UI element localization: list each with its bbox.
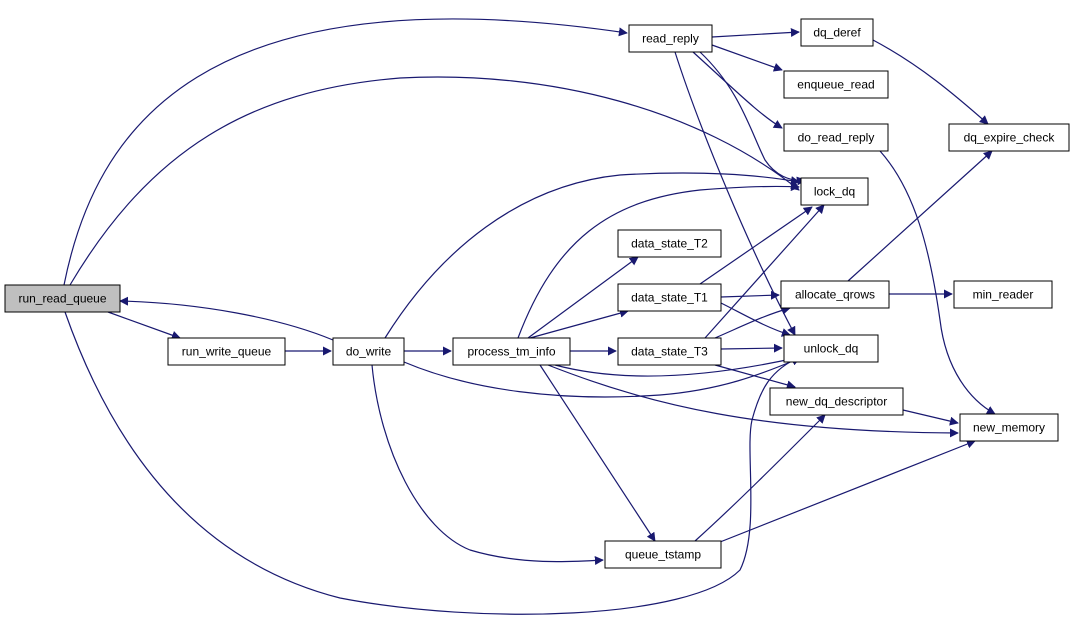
edge-do_write-to-queue_tstamp [371, 364, 604, 565]
edge-process_tm_info-to-data_state_T2 [527, 256, 639, 339]
node-do_read_reply[interactable]: do_read_reply [783, 123, 889, 152]
edge-do_write-to-run_read_queue [119, 296, 334, 341]
edge-data_state_T3-to-unlock_dq [720, 343, 783, 353]
edge-run_read_queue-to-lock_dq [69, 76, 800, 286]
edge-run_read_queue-to-read_reply [63, 18, 628, 286]
edge-run_read_queue-to-run_write_queue [107, 311, 181, 340]
node-label: do_write [346, 345, 392, 359]
node-label: unlock_dq [804, 342, 859, 356]
node-label: allocate_qrows [795, 288, 875, 302]
node-min_reader[interactable]: min_reader [953, 280, 1053, 309]
node-label: min_reader [973, 288, 1034, 302]
node-label: data_state_T3 [631, 345, 708, 359]
edge-process_tm_info-to-new_memory [547, 364, 959, 438]
node-unlock_dq[interactable]: unlock_dq [783, 334, 879, 363]
edge-queue_tstamp-to-new_memory [714, 439, 976, 545]
node-box [628, 24, 713, 53]
node-label: read_reply [642, 32, 699, 46]
node-box [953, 280, 1053, 309]
edge-read_reply-to-do_read_reply [692, 51, 783, 129]
edge-process_tm_info-to-data_state_T1 [529, 308, 629, 339]
node-data_state_T2[interactable]: data_state_T2 [617, 229, 722, 258]
node-dq_expire_check[interactable]: dq_expire_check [948, 123, 1070, 152]
node-queue_tstamp[interactable]: queue_tstamp [604, 540, 722, 569]
node-box [617, 337, 722, 366]
node-label: run_read_queue [18, 292, 106, 306]
node-new_memory[interactable]: new_memory [959, 413, 1059, 442]
node-label: new_memory [973, 421, 1045, 435]
node-label: lock_dq [814, 185, 855, 199]
node-label: data_state_T2 [631, 237, 708, 251]
edge-read_reply-to-dq_deref [711, 27, 800, 38]
node-label: new_dq_descriptor [786, 395, 887, 409]
node-box [783, 334, 879, 363]
node-box [452, 337, 571, 366]
edge-data_state_T1-to-lock_dq [699, 206, 813, 285]
node-label: do_read_reply [798, 131, 875, 145]
node-label: run_write_queue [182, 345, 272, 359]
edge-data_state_T3-to-allocate_qrows [714, 305, 791, 339]
node-box [783, 123, 889, 152]
node-box [769, 387, 904, 416]
edge-new_dq_descriptor-to-new_memory [902, 409, 959, 426]
node-box [4, 284, 121, 313]
node-label: queue_tstamp [625, 548, 701, 562]
edge-do_write-to-lock_dq [384, 172, 800, 339]
node-box [780, 280, 890, 309]
edge-process_tm_info-to-lock_dq [517, 182, 800, 339]
node-label: process_tm_info [467, 345, 555, 359]
node-do_write[interactable]: do_write [332, 337, 405, 366]
edge-process_tm_info-to-queue_tstamp [539, 364, 656, 542]
node-box [167, 337, 286, 366]
node-dq_deref[interactable]: dq_deref [800, 18, 874, 47]
node-box [948, 123, 1070, 152]
edge-run_read_queue-to-unlock_dq [64, 311, 801, 615]
node-run_write_queue[interactable]: run_write_queue [167, 337, 286, 366]
node-lock_dq[interactable]: lock_dq [800, 177, 869, 206]
node-label: dq_expire_check [964, 131, 1056, 145]
edge-allocate_qrows-to-dq_expire_check [847, 150, 993, 282]
node-process_tm_info[interactable]: process_tm_info [452, 337, 571, 366]
node-run_read_queue[interactable]: run_read_queue [4, 284, 121, 313]
node-read_reply[interactable]: read_reply [628, 24, 713, 53]
node-data_state_T3[interactable]: data_state_T3 [617, 337, 722, 366]
node-data_state_T1[interactable]: data_state_T1 [617, 283, 722, 312]
edge-data_state_T3-to-lock_dq [704, 204, 825, 339]
edge-read_reply-to-unlock_dq [674, 51, 796, 336]
edge-queue_tstamp-to-new_dq_descriptor [694, 414, 826, 542]
edge-read_reply-to-lock_dq [699, 51, 806, 186]
node-box [617, 283, 722, 312]
node-label: enqueue_read [797, 78, 874, 92]
edge-data_state_T3-to-new_dq_descriptor [714, 364, 796, 390]
node-box [604, 540, 722, 569]
node-new_dq_descriptor[interactable]: new_dq_descriptor [769, 387, 904, 416]
node-box [783, 70, 889, 99]
node-box [617, 229, 722, 258]
edge-data_state_T1-to-allocate_qrows [720, 290, 780, 300]
node-box [332, 337, 405, 366]
node-label: dq_deref [813, 26, 861, 40]
node-allocate_qrows[interactable]: allocate_qrows [780, 280, 890, 309]
edge-dq_deref-to-dq_expire_check [872, 39, 989, 125]
edge-process_tm_info-to-unlock_dq [554, 354, 801, 377]
edge-do_read_reply-to-new_memory [879, 150, 996, 415]
node-enqueue_read[interactable]: enqueue_read [783, 70, 889, 99]
node-box [800, 18, 874, 47]
node-box [959, 413, 1059, 442]
node-box [800, 177, 869, 206]
node-label: data_state_T1 [631, 291, 708, 305]
edge-read_reply-to-enqueue_read [711, 44, 783, 72]
